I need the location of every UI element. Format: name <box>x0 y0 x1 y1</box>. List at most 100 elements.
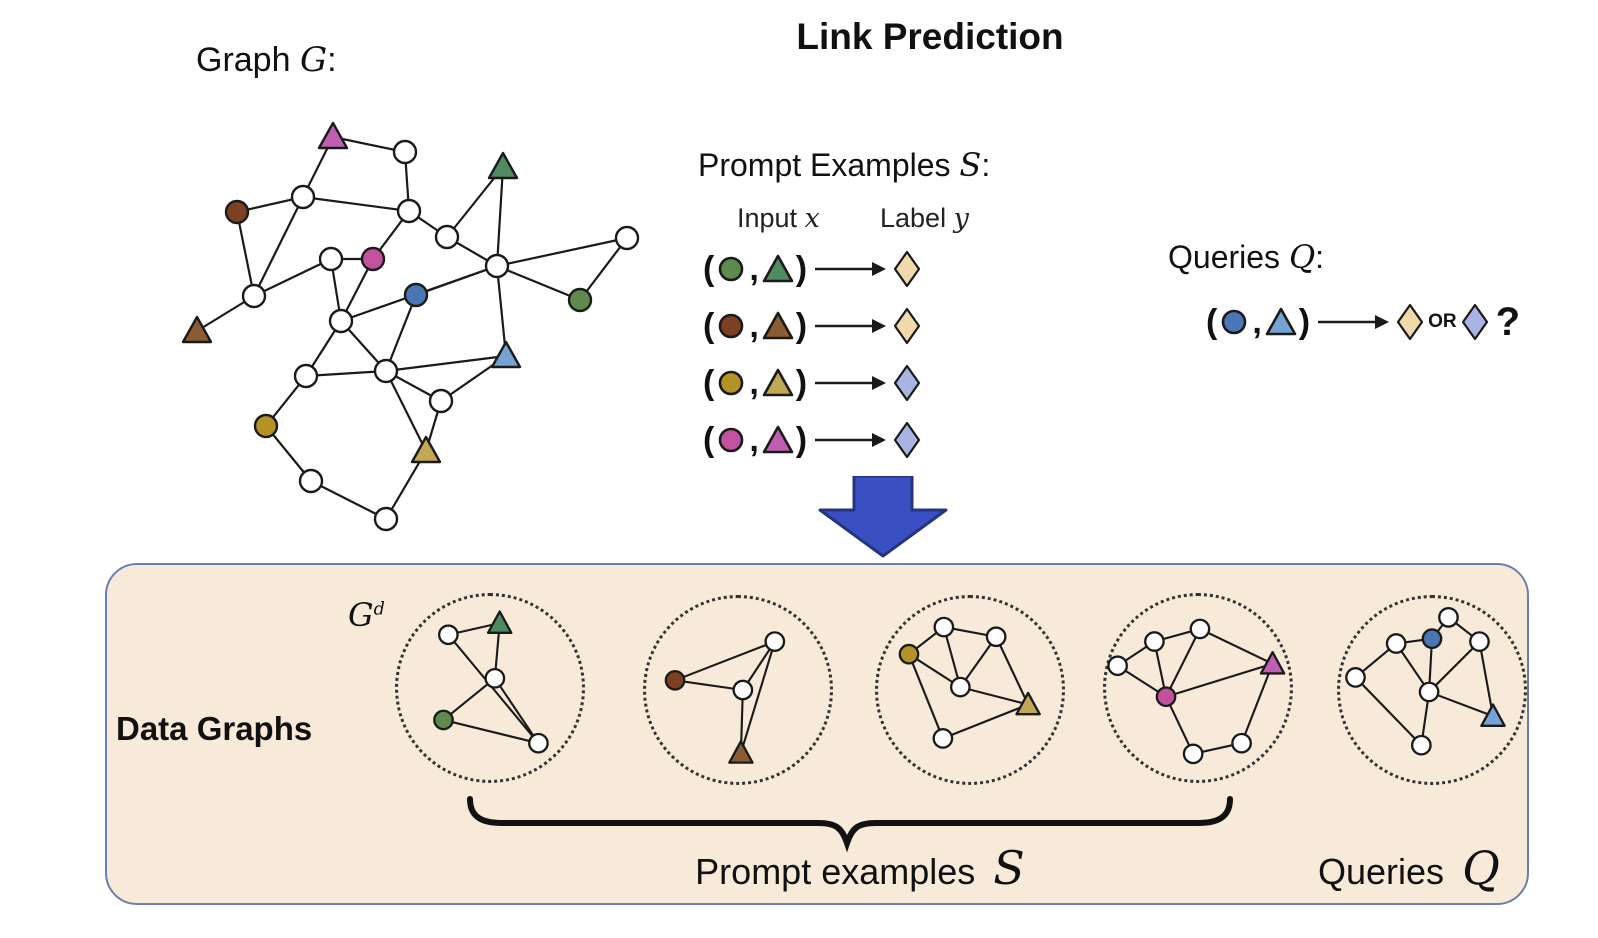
question-mark: ? <box>1495 300 1521 344</box>
graph-edge <box>235 211 256 297</box>
graph-edge <box>443 718 539 745</box>
down-arrow-icon <box>818 476 948 558</box>
label-header-text: Label <box>880 203 947 233</box>
gd-symbol: G <box>348 596 374 634</box>
graph-node-circle-white <box>396 198 422 224</box>
graph-node-circle-white <box>1107 655 1128 677</box>
graph-edge <box>496 236 628 268</box>
graph-node-circle-white <box>428 388 454 414</box>
prompt-example-row: (,) <box>703 418 923 462</box>
arrow-right-icon <box>815 319 887 333</box>
graph-node-circle-white <box>1385 633 1407 654</box>
open-paren: ( <box>703 250 715 288</box>
open-paren: ( <box>1206 303 1218 341</box>
graph-node-circle-white <box>373 358 399 384</box>
input-circle-icon <box>719 313 744 339</box>
graph-node-circle-white <box>318 246 344 272</box>
data-graphs-label: Data Graphs <box>116 710 313 747</box>
graph-node-circle-blue_circle <box>403 282 429 308</box>
graph-edge <box>1240 663 1274 744</box>
graph-edge <box>496 264 581 302</box>
close-paren: ) <box>1298 303 1311 341</box>
prompt-examples-heading-text: Prompt Examples <box>698 147 951 183</box>
graph-node-triangle-pink_triangle <box>317 121 349 150</box>
queries-heading: Queries Q: <box>1168 238 1324 276</box>
arrow-right-icon <box>815 376 887 390</box>
graph-edge <box>579 237 628 301</box>
graph-node-circle-white <box>985 626 1007 648</box>
mini-graph-brown <box>664 631 786 764</box>
graph-edge <box>1354 676 1423 746</box>
graph-node-circle-white <box>1345 667 1366 688</box>
mini-graph-green <box>433 610 549 754</box>
mini-graph-blue <box>1345 607 1506 756</box>
graph-node-circle-brown_circle <box>664 669 686 691</box>
graph-g-label: Graph G: <box>196 40 337 80</box>
or-label: OR <box>1428 311 1457 332</box>
query-row: (,)OR? <box>1206 298 1520 346</box>
graph-edge <box>942 703 1029 740</box>
graph-node-circle-white <box>528 732 549 754</box>
data-graph-circle-4 <box>1103 593 1293 783</box>
graph-node-circle-white <box>1144 631 1165 652</box>
graph-edge <box>253 258 332 297</box>
graph-edge <box>1165 662 1273 698</box>
graph-edge <box>674 679 743 692</box>
graph-node-circle-white <box>764 631 786 652</box>
gd-superscript: d <box>373 599 385 620</box>
graph-edge <box>305 369 387 378</box>
input-circle-icon <box>719 370 744 396</box>
graph-edge <box>442 677 496 721</box>
close-paren: ) <box>795 364 808 402</box>
graph-edge <box>960 686 1029 706</box>
prompt-examples-bottom-label: Prompt examples S <box>620 841 1100 895</box>
graph-node-circle-white <box>241 283 267 309</box>
input-header-text: Input <box>737 203 798 233</box>
graph-edge <box>942 626 962 688</box>
graph-edge <box>385 354 507 373</box>
query-circle-icon <box>1222 309 1247 335</box>
graph-edge <box>1199 627 1274 665</box>
query-diamond-b-icon <box>1461 303 1488 341</box>
graph-edge <box>1428 640 1481 693</box>
graph-node-circle-white <box>614 225 640 251</box>
input-triangle-icon <box>762 254 794 283</box>
graph-node-circle-brown_circle <box>224 199 250 225</box>
graph-g-colon: : <box>327 41 337 79</box>
graph-edge <box>995 636 1030 705</box>
input-circle-icon <box>719 427 744 453</box>
graph-node-circle-white <box>328 308 354 334</box>
queries-heading-text: Queries <box>1168 239 1281 275</box>
graph-edge <box>1165 696 1195 755</box>
graph-edge <box>253 196 304 297</box>
graph-node-circle-white <box>1469 631 1490 652</box>
figure-title: Link Prediction <box>796 16 1064 57</box>
input-triangle-icon <box>762 368 794 397</box>
graph-node-triangle-green_triangle <box>487 151 519 180</box>
input-triangle-icon <box>762 425 794 454</box>
prompt-example-row: (,) <box>703 361 923 405</box>
label-column-header: Label y <box>880 203 969 234</box>
graph-node-circle-white <box>1410 734 1432 756</box>
data-graph-circle-2 <box>643 595 833 785</box>
prompt-examples-bottom-text: Prompt examples <box>695 851 976 892</box>
graph-node-triangle-blue_triangle <box>1480 703 1506 727</box>
graph-node-triangle-pink_triangle <box>1259 651 1286 675</box>
graph-edge <box>302 195 410 213</box>
graph-node-circle-white <box>290 184 316 210</box>
graph-edge <box>1478 641 1495 717</box>
data-graph-circle-3 <box>875 595 1065 785</box>
graph-node-circle-pink_circle <box>1155 686 1177 708</box>
main-graph <box>181 121 640 532</box>
query-triangle-icon <box>1265 307 1297 336</box>
close-paren: ) <box>795 250 808 288</box>
graph-node-circle-white <box>373 506 399 532</box>
graph-edge <box>495 166 505 267</box>
label-diamond-icon <box>894 364 921 402</box>
queries-heading-symbol: Q <box>1288 238 1316 276</box>
graph-node-triangle-olive_triangle <box>410 435 442 464</box>
graph-node-circle-white <box>1418 681 1440 703</box>
label-diamond-icon <box>894 250 921 288</box>
arrow-right-icon <box>1318 315 1390 329</box>
